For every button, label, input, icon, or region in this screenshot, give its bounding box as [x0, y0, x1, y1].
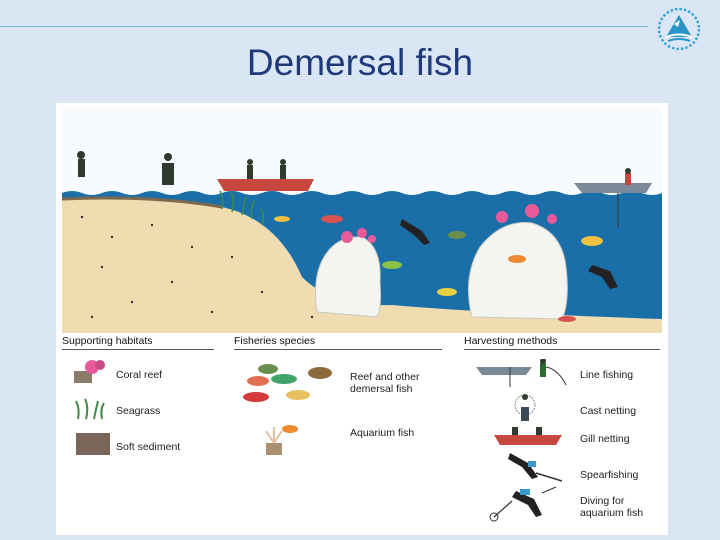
- diagram-panel: Supporting habitats Coral reef Seagrass …: [56, 103, 668, 535]
- legend-item-diving: Diving for aquarium fish: [580, 495, 644, 519]
- legend-item-gill-netting: Gill netting: [580, 433, 630, 445]
- aquarium-fish-icon: [265, 425, 298, 455]
- legend-item-spearfishing: Spearfishing: [580, 469, 639, 481]
- legend-item-line-fishing: Line fishing: [580, 369, 634, 381]
- spearfishing-icon: [508, 453, 563, 482]
- sandy-shore: [62, 198, 662, 333]
- legend-item-seagrass: Seagrass: [116, 405, 161, 417]
- boat: [574, 183, 652, 193]
- legend-heading-habitats: Supporting habitats: [62, 335, 153, 347]
- coral-reef-icon: [74, 360, 105, 383]
- gill-netting-icon: [494, 427, 562, 445]
- diving-icon: [489, 486, 557, 522]
- soft-sediment-swatch: [76, 433, 110, 455]
- cast-netting-icon: [514, 394, 536, 421]
- top-rule: [0, 26, 648, 27]
- legend-item-soft-sediment: Soft sediment: [116, 441, 181, 453]
- slide-title: Demersal fish: [246, 42, 474, 83]
- legend-heading-methods: Harvesting methods: [464, 335, 558, 347]
- legend-item-cast-netting: Cast netting: [580, 405, 637, 417]
- legend-item-coral-reef: Coral reef: [116, 369, 163, 381]
- rock-outcrop: [467, 222, 568, 320]
- line-fishing-icon: [476, 359, 567, 387]
- legend-divider: [464, 349, 660, 350]
- legend-item-reef-fish: Reef and other demersal fish: [350, 371, 420, 395]
- legend-item-aquarium-fish: Aquarium fish: [350, 427, 415, 439]
- boat: [217, 179, 314, 191]
- seagrass-icon: [75, 398, 105, 420]
- legend-heading-species: Fisheries species: [234, 335, 316, 347]
- circular-logo-icon: [657, 7, 701, 51]
- reef-fish-group-icon: [243, 364, 332, 402]
- legend-divider: [62, 349, 214, 350]
- fishing-scene-illustration: [62, 107, 662, 333]
- legend-divider: [234, 349, 442, 350]
